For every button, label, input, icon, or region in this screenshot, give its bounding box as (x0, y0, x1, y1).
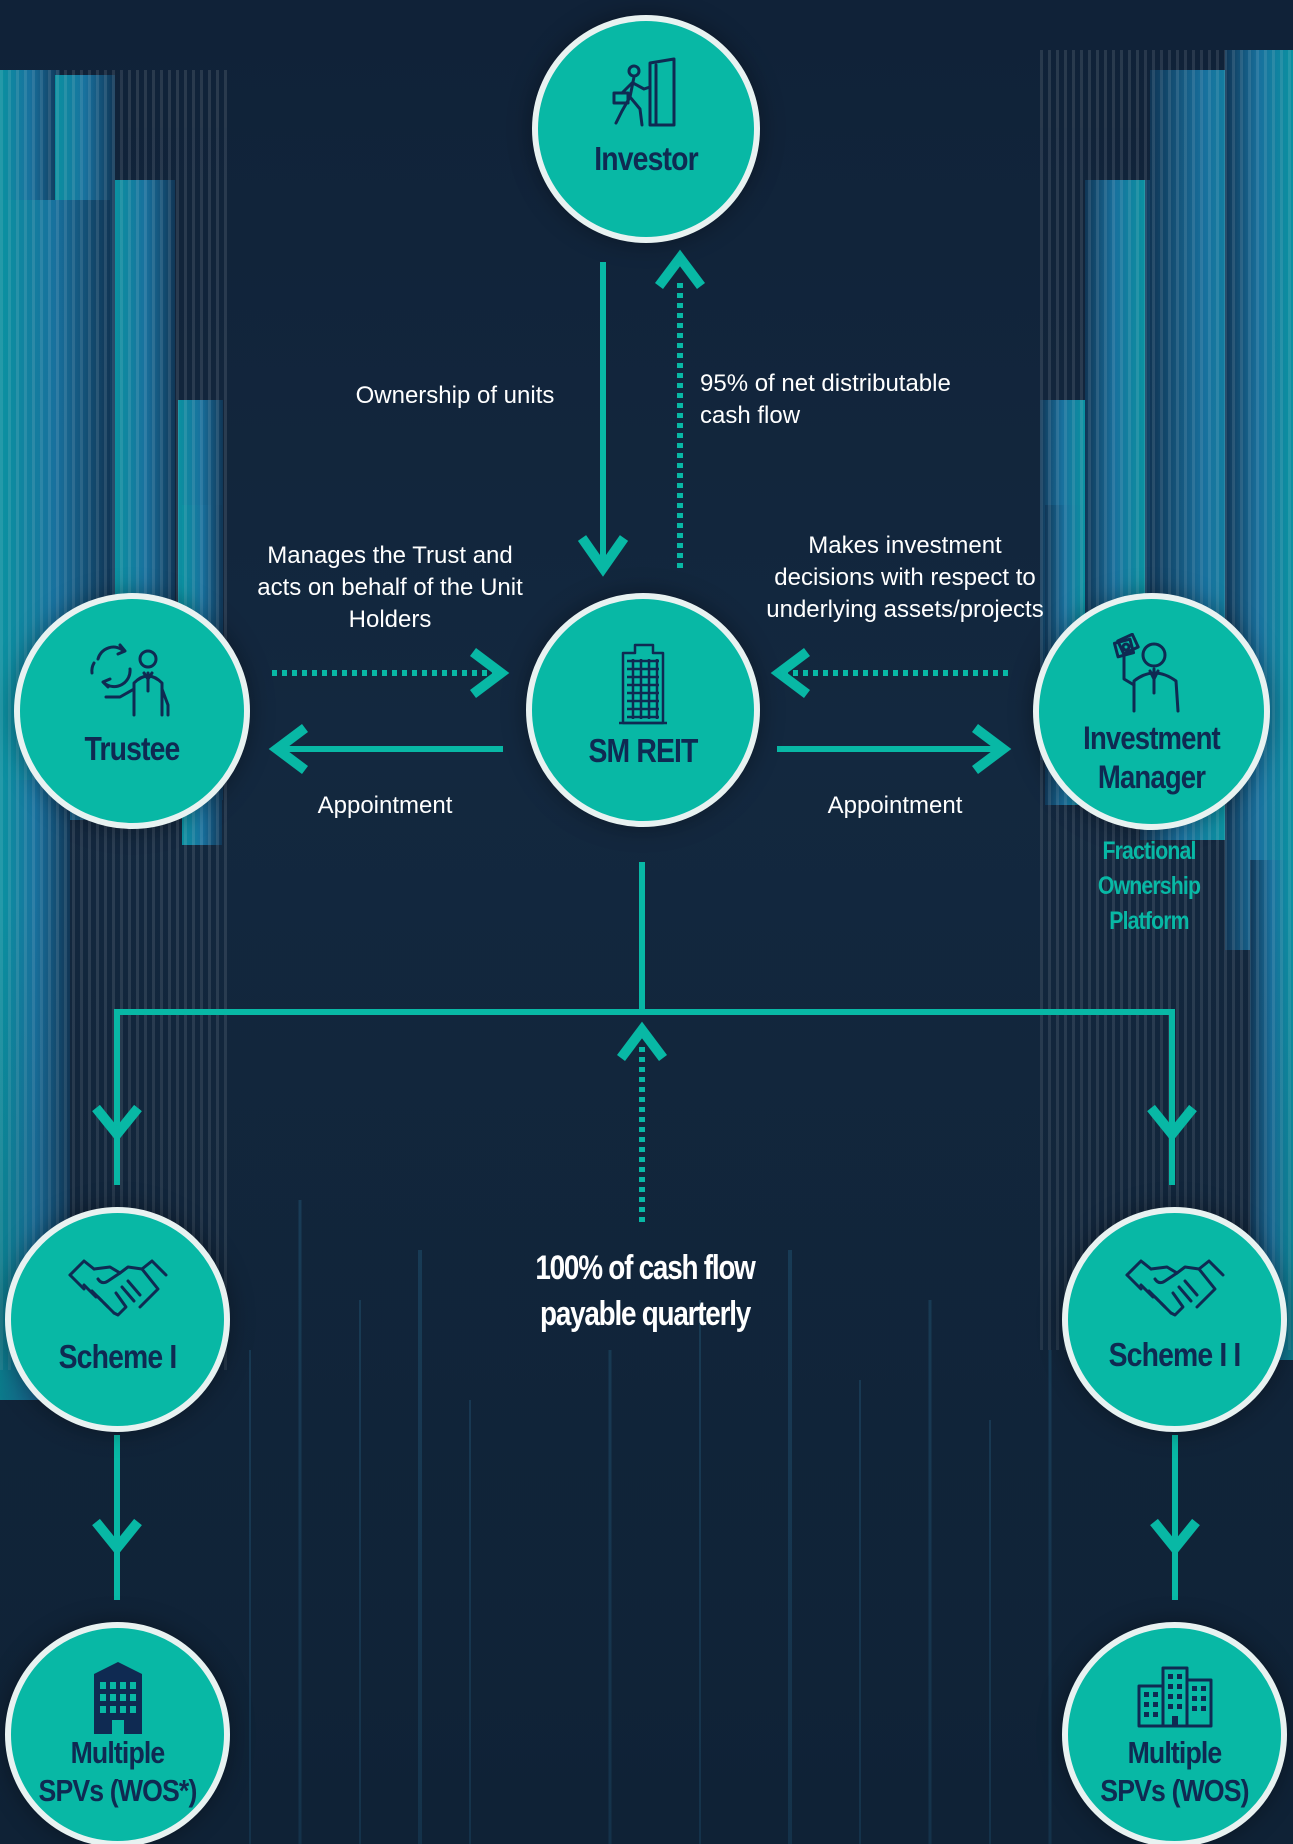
platform-caption-line-1: Fractional (1102, 837, 1196, 865)
spv-1-label-line-2: SPVs (WOS*) (38, 1772, 198, 1808)
sm-reit-label-line: SM REIT (588, 732, 698, 769)
appointment-left-caption-line: Appointment (317, 792, 453, 819)
investor-label-line: Investor (594, 140, 698, 177)
decisions-caption-line-3: underlying assets/projects (766, 596, 1044, 623)
platform-caption-line-2: Ownership (1097, 872, 1201, 900)
cash-flow-arrow (617, 1021, 667, 1222)
manager-money-icon (1112, 633, 1179, 713)
appointment-left-caption: Appointment (290, 790, 480, 822)
sm-reit-label: SM REIT (548, 731, 739, 771)
ownership-caption-line: Ownership of units (355, 382, 555, 409)
investment-manager-node: Investment Manager (1033, 593, 1270, 830)
scheme-2-label: Scheme I I (1083, 1335, 1266, 1375)
scheme-1-spv-arrow (92, 1435, 142, 1600)
manages-caption-line-1: Manages the Trust and (267, 542, 513, 569)
decisions-arrow (770, 648, 1008, 698)
platform-caption-line-3: Platform (1109, 907, 1189, 935)
platform-caption: Fractional Ownership Platform (1097, 834, 1201, 939)
manages-caption-line-2: acts on behalf of the Unit (257, 574, 523, 601)
distribution-caption-line-1: 95% of net distributable (700, 370, 951, 397)
city-buildings-icon (1137, 1666, 1212, 1728)
spv-1-node: Multiple SPVs (WOS*) (5, 1622, 230, 1844)
investor-node: Investor (532, 15, 760, 243)
trustee-label: Trustee (36, 729, 229, 769)
spv-2-label-line-2: SPVs (WOS) (1100, 1772, 1249, 1808)
scheme-distribution-lines (92, 862, 1197, 1185)
decisions-caption-line-1: Makes investment (808, 532, 1002, 559)
distribution-arrow (655, 249, 705, 568)
trustee-node: Trustee (14, 593, 250, 829)
spv-2-node: Multiple SPVs (WOS) (1062, 1622, 1287, 1844)
ownership-caption: Ownership of units (335, 380, 575, 412)
spv-1-label: Multiple SPVs (WOS*) (26, 1734, 209, 1810)
scheme-1-node: Scheme I (5, 1207, 230, 1432)
cash-flow-caption-line-1: 100% of cash flow (535, 1249, 755, 1287)
cash-flow-caption: 100% of cash flow payable quarterly (530, 1245, 760, 1337)
scheme-2-spv-arrow (1150, 1435, 1200, 1600)
handshake-icon (68, 1259, 167, 1317)
scheme-2-node: Scheme I I (1062, 1207, 1287, 1432)
investment-manager-label-line-2: Manager (1097, 759, 1206, 796)
distribution-caption: 95% of net distributable cash flow (700, 368, 1020, 432)
cash-flow-caption-line-2: payable quarterly (540, 1295, 751, 1333)
appointment-right-arrow (777, 724, 1012, 774)
manages-arrow (272, 648, 510, 698)
scheme-1-label-line: Scheme I (58, 1338, 178, 1375)
spv-2-label-line-1: Multiple (1127, 1735, 1223, 1770)
spv-1-label-line-1: Multiple (70, 1735, 166, 1770)
building-icon (619, 643, 667, 725)
manages-caption: Manages the Trust and acts on behalf of … (225, 540, 555, 636)
appointment-right-caption: Appointment (800, 790, 990, 822)
trustee-cycle-icon (90, 643, 170, 717)
spv-2-label: Multiple SPVs (WOS) (1083, 1734, 1266, 1810)
handshake-icon (1125, 1259, 1224, 1317)
appointment-left-arrow (268, 724, 503, 774)
decisions-caption-line-2: decisions with respect to (774, 564, 1036, 591)
manages-caption-line-3: Holders (348, 606, 432, 633)
scheme-1-label: Scheme I (26, 1337, 209, 1377)
distribution-caption-line-2: cash flow (700, 402, 801, 429)
building-icon (93, 1662, 142, 1734)
ownership-arrow (577, 262, 629, 577)
investor-label: Investor (553, 139, 739, 179)
investment-manager-label-line-1: Investment (1083, 720, 1221, 756)
investor-door-icon (612, 57, 676, 127)
scheme-2-label-line: Scheme I I (1108, 1336, 1242, 1373)
decisions-caption: Makes investment decisions with respect … (735, 530, 1075, 626)
appointment-right-caption-line: Appointment (827, 792, 963, 819)
investment-manager-label: Investment Manager (1055, 719, 1249, 797)
sm-reit-node: SM REIT (526, 593, 760, 827)
trustee-label-line: Trustee (84, 730, 181, 767)
